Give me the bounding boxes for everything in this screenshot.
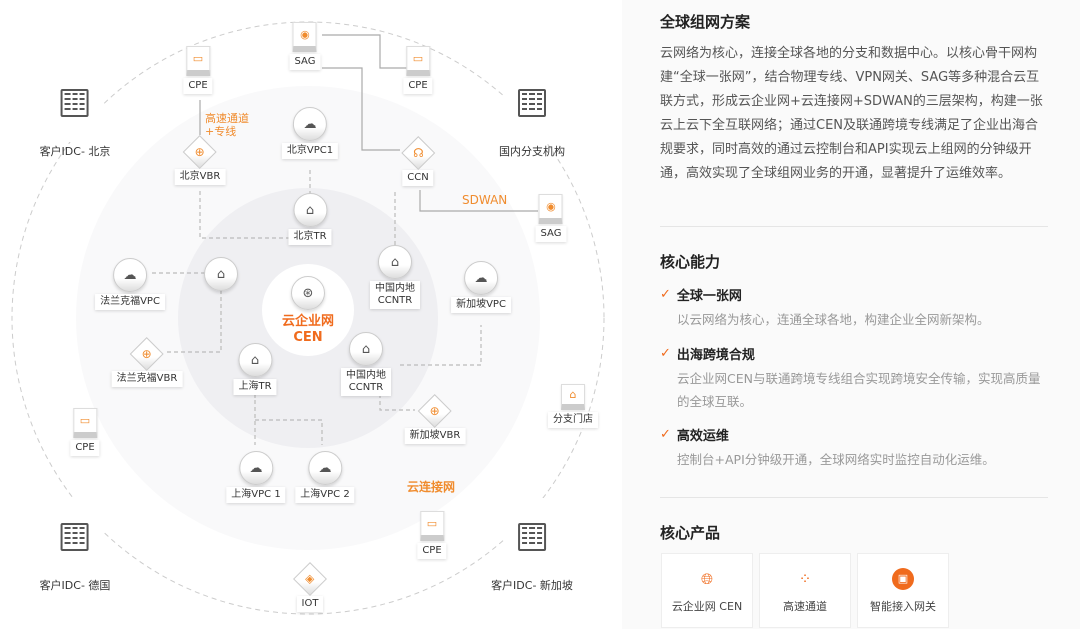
vpc-shanghai1[interactable]: ☁上海VPC 1 [226, 451, 286, 503]
cloud-icon: ☁ [463, 261, 498, 295]
tr-shanghai[interactable]: ⌂上海TR [233, 343, 277, 395]
cpe-icon: ▭ [186, 46, 210, 76]
server-rack-icon [61, 89, 89, 117]
vpc-beijing1[interactable]: ☁北京VPC1 [281, 107, 339, 159]
router-icon: ⊕ [418, 394, 452, 428]
cpe-low-left[interactable]: ▭CPE [70, 408, 100, 456]
cpe-bottom[interactable]: ▭CPE [417, 511, 447, 559]
check-icon: ✓ [660, 427, 671, 442]
vbr-beijing[interactable]: ⊕北京VBR [174, 135, 226, 185]
vbr-frankfurt[interactable]: ⊕法兰克福VBR [111, 337, 183, 387]
sag-top[interactable]: ◉SAG [289, 22, 321, 70]
transit-router-icon: ⌂ [349, 332, 383, 366]
cpe-left[interactable]: ▭CPE [183, 46, 213, 94]
vpc-frankfurt[interactable]: ☁法兰克福VPC [95, 258, 165, 310]
tr-beijing[interactable]: ⌂北京TR [288, 193, 332, 245]
sdwan-label: SDWAN [462, 193, 508, 207]
tr-frankfurt[interactable]: ⌂ [204, 257, 238, 291]
cpe-icon: ▭ [406, 46, 430, 76]
cpe-icon: ▭ [420, 511, 444, 541]
products-title: 核心产品 [660, 524, 721, 542]
transit-router-icon: ⌂ [204, 257, 238, 291]
ccn[interactable]: ☊CCN [401, 136, 435, 186]
divider [660, 497, 1048, 498]
server-rack-icon [518, 89, 546, 117]
transit-router-icon: ⌂ [293, 193, 327, 227]
check-icon: ✓ [660, 287, 671, 302]
express-link-label: 高速通道+专线 [205, 112, 249, 138]
transit-router-icon: ⌂ [238, 343, 272, 377]
gateway-icon: ▣ [892, 567, 914, 590]
iot[interactable]: ◈IOT [293, 562, 327, 612]
network-diagram: ◉SAG ▭CPE ▭CPE 客户IDC- 北京 国内分支机构 高速通道+专线 … [11, 21, 605, 615]
cpe-right[interactable]: ▭CPE [403, 46, 433, 94]
sag-icon: ◉ [538, 194, 563, 224]
cloud-icon: ☁ [293, 107, 327, 141]
idc-germany[interactable]: 客户IDC- 德国 [35, 498, 116, 594]
product-card-cen[interactable]: 🌐︎云企业网 CEN [661, 553, 753, 628]
panel-title: 全球组网方案 [660, 13, 751, 31]
capability-item: ✓出海跨境合规云企业网CEN与联通跨境专线组合实现跨境安全传输，实现高质量的全球… [660, 346, 1041, 409]
iot-icon: ◈ [293, 562, 327, 596]
capability-item: ✓高效运维控制台+API分钟级开通，全球网络实时监控自动化运维。 [660, 427, 995, 467]
sag-right[interactable]: ◉SAG [535, 194, 567, 242]
server-rack-icon [61, 523, 89, 551]
cloud-connect-label: 云连接网 [407, 480, 456, 494]
capability-item: ✓全球一张网以云网络为核心，连通全球各地，构建企业全网新架构。 [660, 287, 990, 327]
cloud-icon: ☁ [112, 258, 147, 292]
nodes-icon: ⁘ [798, 569, 812, 588]
idc-singapore[interactable]: 客户IDC- 新加坡 [486, 498, 578, 594]
info-panel: 全球组网方案 云网络为核心，连接全球各地的分支和数据中心。以核心骨干网构建“全球… [622, 0, 1080, 629]
server-rack-icon [518, 523, 546, 551]
transit-router-icon: ⌂ [378, 245, 412, 279]
branch-store[interactable]: ⌂分支门店 [548, 384, 598, 428]
capabilities-title: 核心能力 [660, 253, 721, 271]
store-icon: ⌂ [561, 384, 585, 410]
divider [660, 226, 1048, 227]
cpe-icon: ▭ [73, 408, 97, 438]
globe-icon: 🌐︎ [700, 569, 713, 588]
idc-beijing[interactable]: 客户IDC- 北京 [35, 64, 116, 160]
check-icon: ✓ [660, 346, 671, 361]
product-card-express-connect[interactable]: ⁘高速通道 [759, 553, 851, 628]
router-icon: ⊕ [130, 337, 164, 371]
branch-domestic[interactable]: 国内分支机构 [494, 64, 570, 160]
sag-icon: ◉ [292, 22, 317, 52]
product-card-smart-gateway[interactable]: ▣智能接入网关 [857, 553, 949, 628]
vpc-singapore[interactable]: ☁新加坡VPC [451, 261, 511, 313]
globe-icon: ⊛ [290, 276, 325, 310]
router-icon: ⊕ [183, 135, 217, 169]
panel-description: 云网络为核心，连接全球各地的分支和数据中心。以核心骨干网构建“全球一张网”，结合… [660, 46, 1043, 181]
cloud-icon: ☁ [308, 451, 342, 485]
cloud-icon: ☁ [239, 451, 273, 485]
vbr-singapore[interactable]: ⊕新加坡VBR [404, 394, 466, 444]
vpc-shanghai2[interactable]: ☁上海VPC 2 [295, 451, 355, 503]
ccn-icon: ☊ [401, 136, 435, 170]
